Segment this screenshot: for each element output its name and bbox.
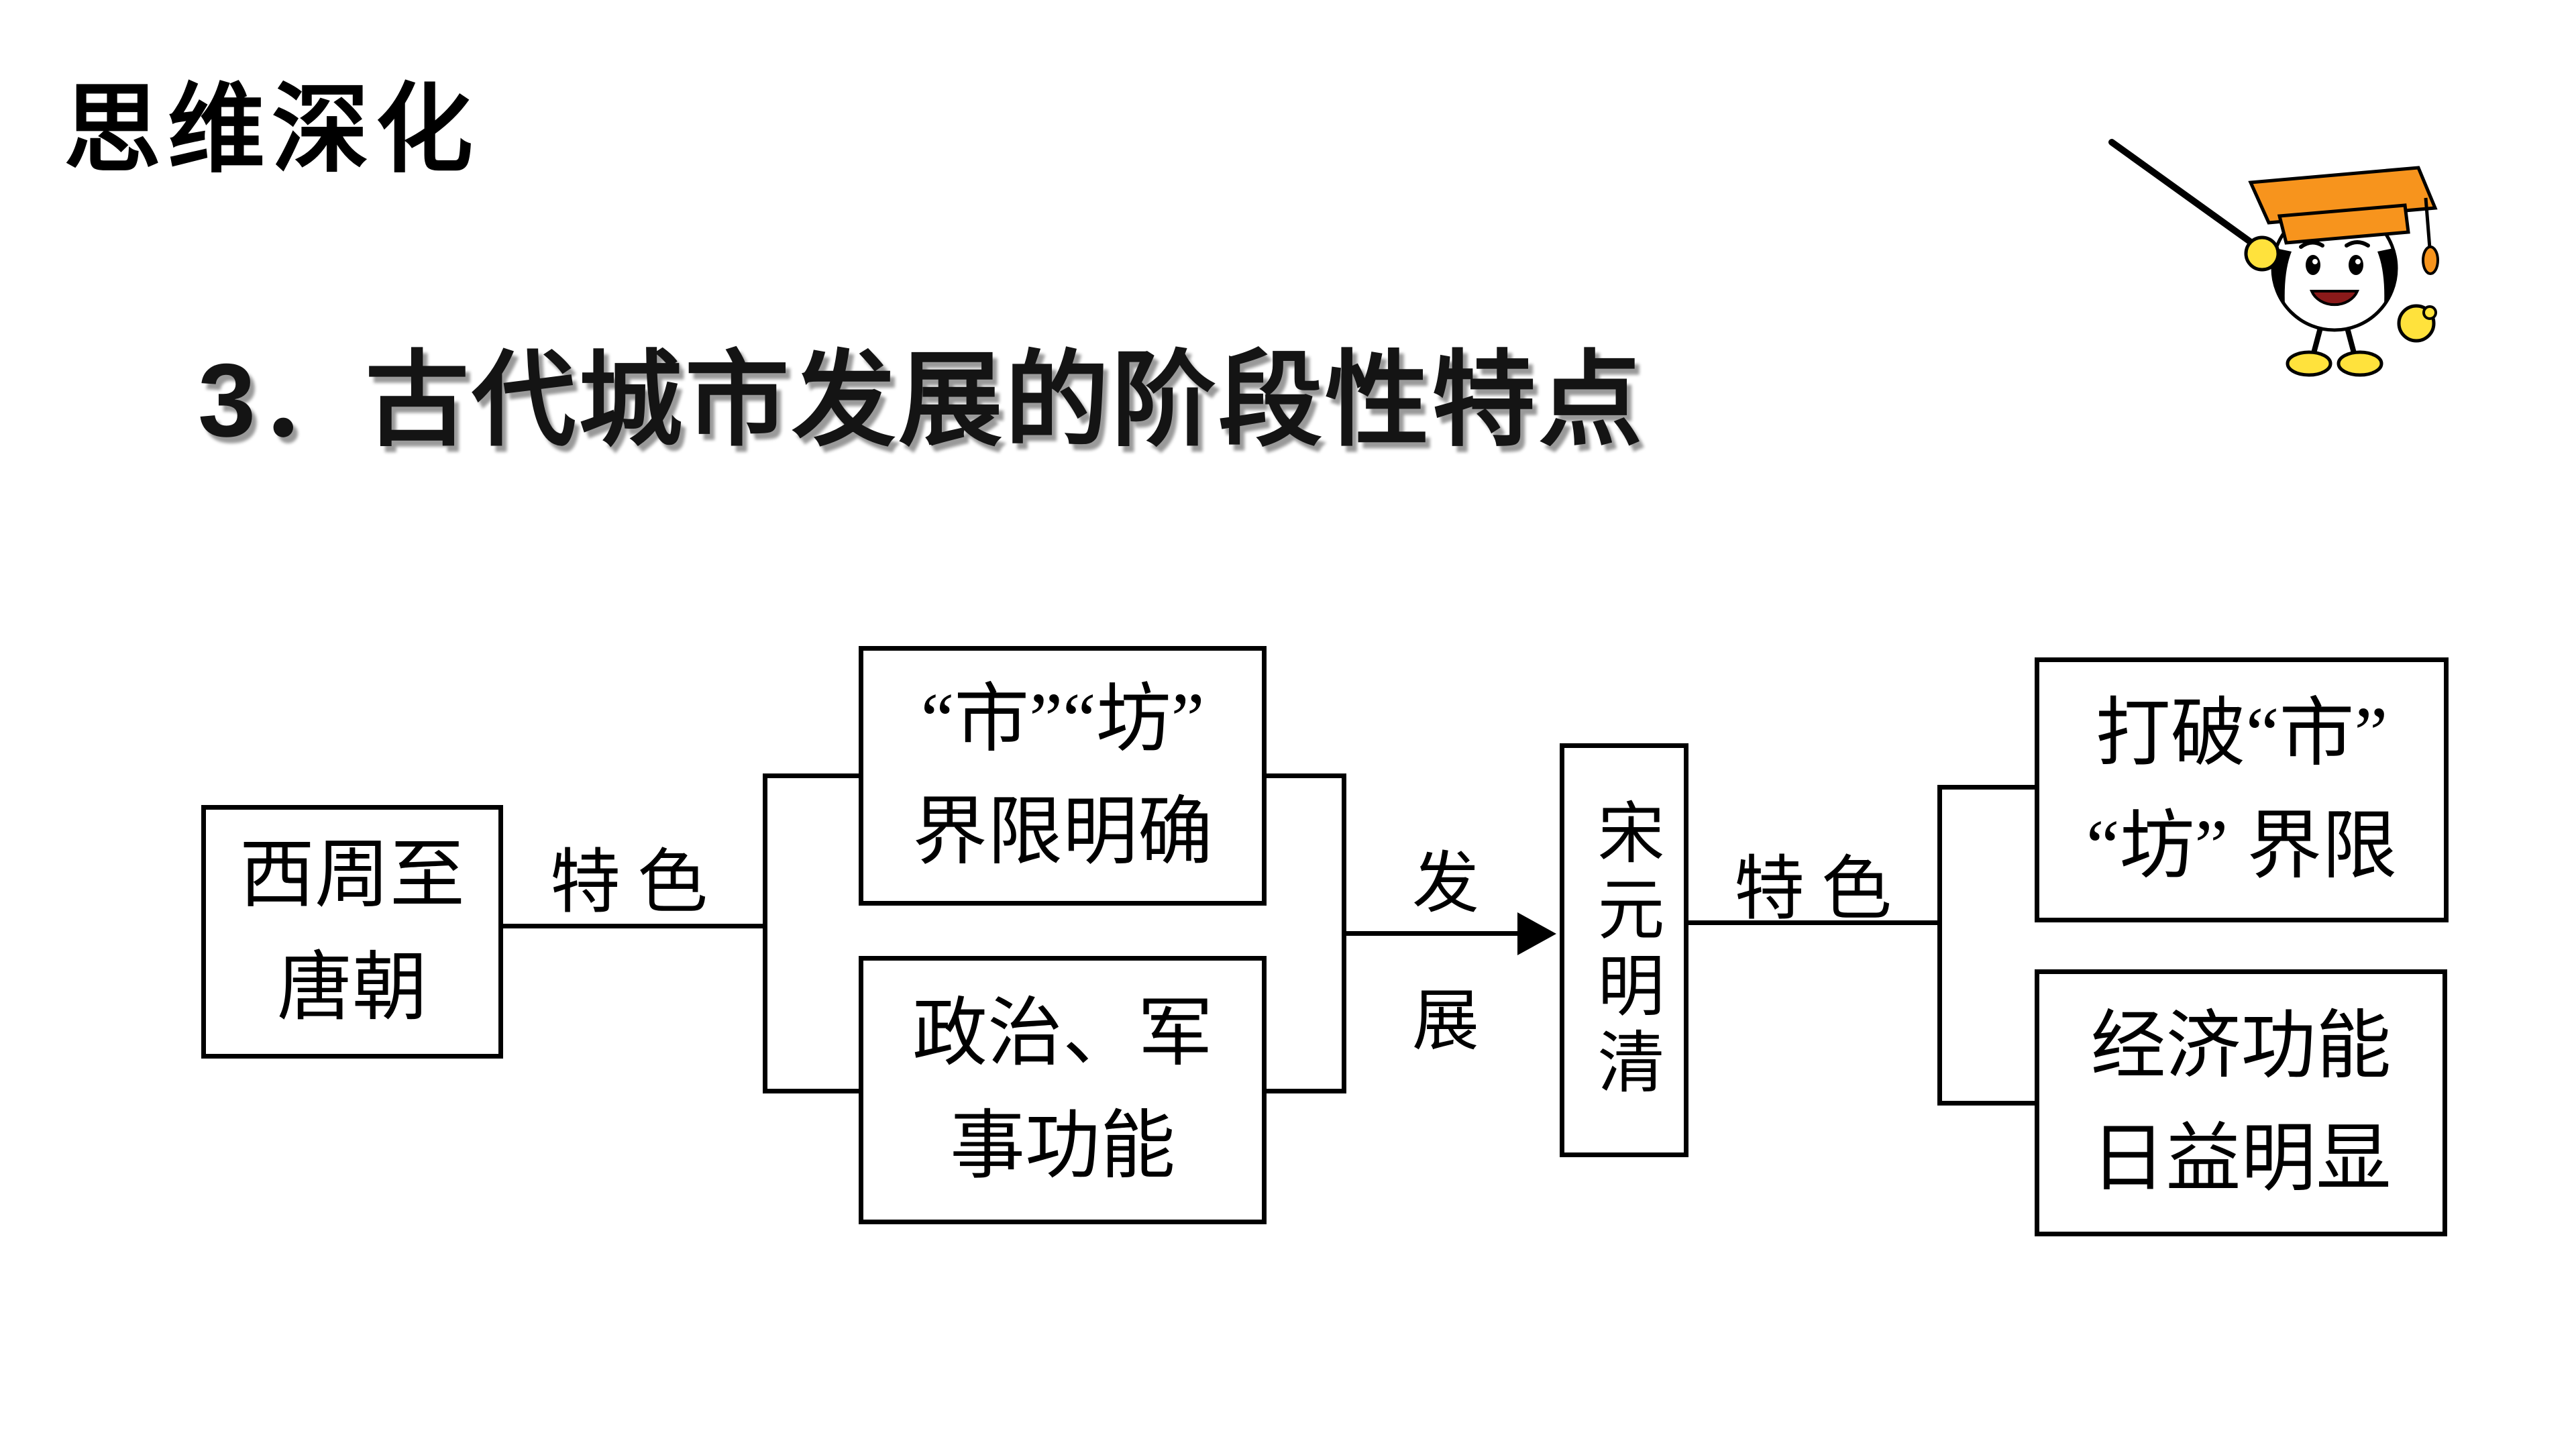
arrow-label-fa: 发 xyxy=(1412,847,1479,921)
graduate-mascot-icon xyxy=(2108,139,2439,377)
tassel-icon xyxy=(2424,197,2432,249)
feature-box-shi-fang: “市”“坊” 界限明确 xyxy=(859,646,1267,906)
bracket-line xyxy=(763,773,767,1093)
bracket-line xyxy=(1267,1089,1346,1093)
bracket-line xyxy=(763,1089,863,1093)
box-text-line: “坊” 界限 xyxy=(2086,804,2398,888)
foot-icon xyxy=(2286,350,2332,377)
mouth-icon xyxy=(2309,290,2360,307)
box-text-line: 日益明显 xyxy=(2090,1118,2392,1201)
eye-icon xyxy=(2306,255,2320,275)
connector-line xyxy=(503,924,765,928)
box-text-line: 打破“市” xyxy=(2095,692,2388,775)
connector-label-tese-2: 特色 xyxy=(1733,850,1909,928)
bracket-line xyxy=(1937,785,2039,790)
feature-box-political-military: 政治、军 事功能 xyxy=(859,956,1267,1224)
bracket-line xyxy=(1937,1101,2039,1106)
stage-box-song-yuan-ming-qing: 宋元明清 xyxy=(1560,743,1688,1157)
stage-box-xizhou-tang: 西周至 唐朝 xyxy=(201,805,503,1059)
box-text-line: 政治、军 xyxy=(912,992,1213,1075)
feature-box-economic-function: 经济功能 日益明显 xyxy=(2035,969,2447,1236)
corner-title: 思维深化 xyxy=(64,77,480,184)
connector-line xyxy=(1688,920,1939,925)
arrow-label-zhan: 展 xyxy=(1412,984,1479,1059)
pointer-stick-icon xyxy=(2108,139,2261,250)
feature-box-break-boundaries: 打破“市” “坊” 界限 xyxy=(2035,657,2449,922)
box-text-line: “市”“坊” xyxy=(920,678,1205,761)
bracket-line xyxy=(1937,785,1942,1106)
bracket-line xyxy=(1267,773,1346,778)
box-text-line: 西周至 xyxy=(239,834,465,917)
develop-arrow-head xyxy=(1517,912,1556,955)
eye-icon xyxy=(2349,255,2363,275)
bracket-line xyxy=(763,773,863,778)
box-text-vertical: 宋元明清 xyxy=(1587,797,1662,1104)
develop-arrow-line xyxy=(1342,931,1523,936)
hand-icon xyxy=(2244,235,2280,272)
box-text-line: 唐朝 xyxy=(277,947,427,1030)
box-text-line: 界限明确 xyxy=(912,790,1213,874)
connector-label-tese-1: 特色 xyxy=(549,843,724,922)
box-text-line: 经济功能 xyxy=(2090,1005,2392,1088)
foot-icon xyxy=(2337,350,2383,377)
box-text-line: 事功能 xyxy=(950,1105,1175,1188)
page-title: 3．古代城市发展的阶段性特点 xyxy=(198,342,1646,458)
